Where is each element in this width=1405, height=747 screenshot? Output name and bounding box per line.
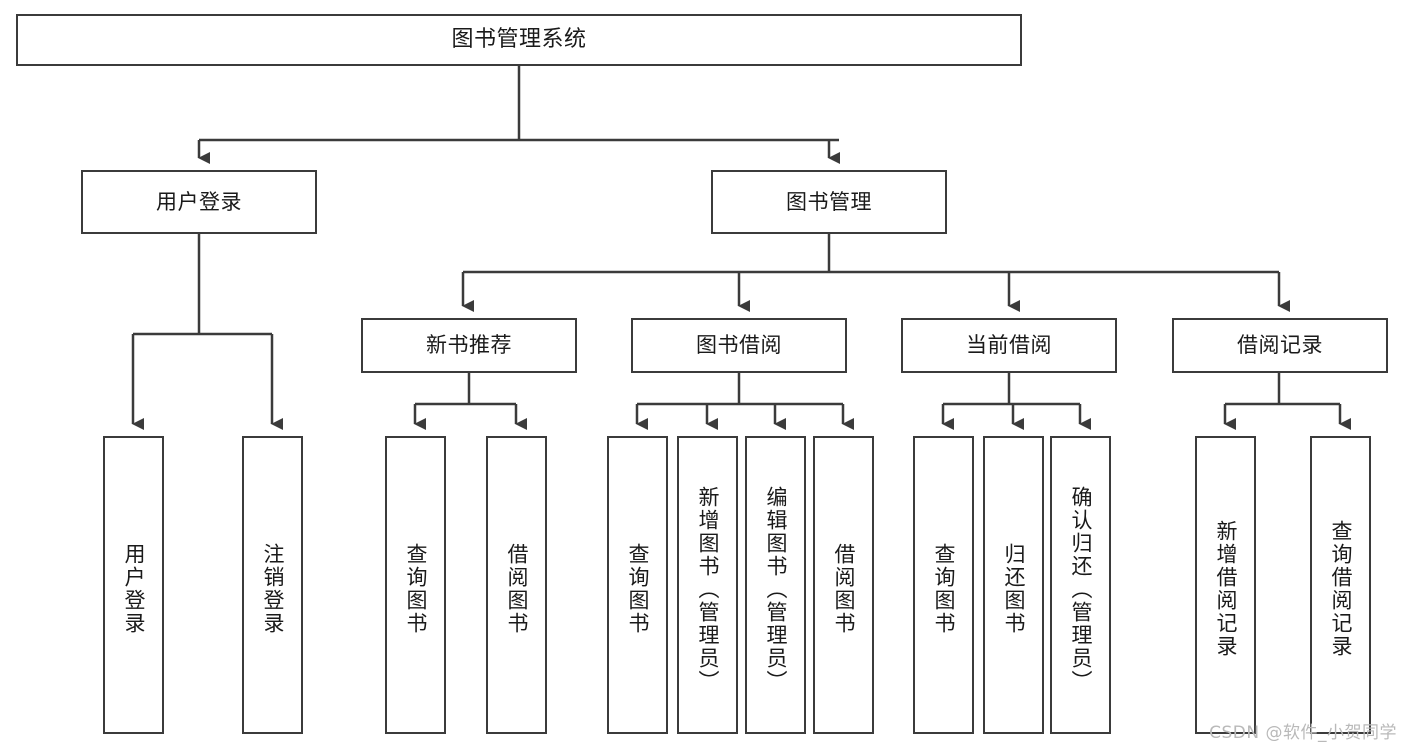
node-label: 图书管理系统 [451, 27, 587, 53]
node-book-management[interactable]: 图书管理 [711, 170, 947, 234]
node-label: 用户登录 [122, 543, 146, 635]
node-label: 借阅图书 [505, 543, 529, 635]
node-leaf-query-borrow-record[interactable]: 查询借阅记录 [1310, 436, 1371, 734]
node-label: 新书推荐 [426, 333, 512, 358]
node-label: 借阅记录 [1237, 333, 1323, 358]
node-root-system[interactable]: 图书管理系统 [16, 14, 1022, 66]
node-label: 查询图书 [626, 543, 650, 635]
node-leaf-edit-book[interactable]: 编辑图书（管理员） [745, 436, 806, 734]
node-leaf-return-book[interactable]: 归还图书 [983, 436, 1044, 734]
node-leaf-query-book-recommend[interactable]: 查询图书 [385, 436, 446, 734]
node-label: 查询图书 [404, 543, 428, 635]
node-leaf-user-login[interactable]: 用户登录 [103, 436, 164, 734]
node-label: 用户登录 [156, 189, 242, 214]
node-label: 借阅图书 [832, 543, 856, 635]
node-label: 编辑图书（管理员） [764, 485, 788, 693]
node-label: 新增图书（管理员） [696, 485, 720, 693]
node-book-borrow[interactable]: 图书借阅 [631, 318, 847, 373]
node-user-login[interactable]: 用户登录 [81, 170, 317, 234]
node-label: 图书管理 [786, 189, 872, 214]
node-new-book-recommend[interactable]: 新书推荐 [361, 318, 577, 373]
node-label: 查询图书 [932, 543, 956, 635]
node-label: 图书借阅 [696, 333, 782, 358]
node-leaf-confirm-return[interactable]: 确认归还（管理员） [1050, 436, 1111, 734]
node-leaf-query-book-borrow[interactable]: 查询图书 [607, 436, 668, 734]
node-label: 注销登录 [261, 543, 285, 635]
node-borrow-record[interactable]: 借阅记录 [1172, 318, 1388, 373]
node-label: 确认归还（管理员） [1069, 485, 1093, 693]
node-leaf-borrow-book-recommend[interactable]: 借阅图书 [486, 436, 547, 734]
node-label: 归还图书 [1002, 543, 1026, 635]
node-label: 新增借阅记录 [1214, 520, 1238, 658]
node-leaf-query-book-current[interactable]: 查询图书 [913, 436, 974, 734]
node-leaf-borrow-book[interactable]: 借阅图书 [813, 436, 874, 734]
node-label: 当前借阅 [966, 333, 1052, 358]
node-current-borrow[interactable]: 当前借阅 [901, 318, 1117, 373]
node-leaf-add-borrow-record[interactable]: 新增借阅记录 [1195, 436, 1256, 734]
node-leaf-logout-login[interactable]: 注销登录 [242, 436, 303, 734]
node-leaf-add-book[interactable]: 新增图书（管理员） [677, 436, 738, 734]
node-label: 查询借阅记录 [1329, 520, 1353, 658]
